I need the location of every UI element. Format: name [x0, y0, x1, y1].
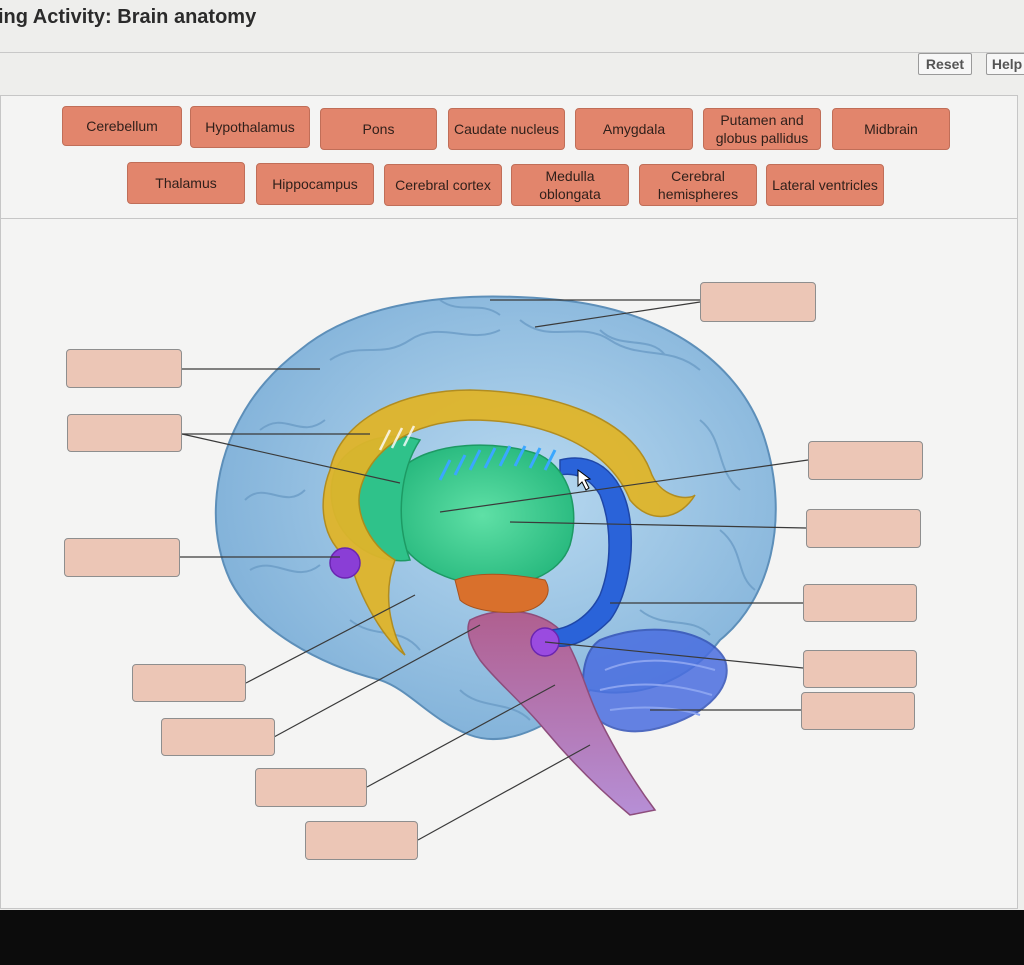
label-chip-thalamus[interactable]: Thalamus: [127, 162, 245, 204]
drop-target-10[interactable]: [132, 664, 246, 702]
drop-target-7[interactable]: [803, 584, 917, 622]
fiber-stripes: [438, 445, 557, 481]
drop-target-4[interactable]: [64, 538, 180, 577]
screen-bezel: [0, 910, 1024, 965]
cerebellum-shape: [582, 628, 728, 733]
label-chip-cerebellum[interactable]: Cerebellum: [62, 106, 182, 146]
help-button[interactable]: Help: [986, 53, 1024, 75]
title-divider: [0, 52, 1024, 53]
brain-diagram: [180, 295, 809, 841]
label-chip-hypothalamus[interactable]: Hypothalamus: [190, 106, 310, 148]
drop-target-5[interactable]: [808, 441, 923, 480]
label-chip-amygdala[interactable]: Amygdala: [575, 108, 693, 150]
drop-target-2[interactable]: [66, 349, 182, 388]
drop-target-13[interactable]: [305, 821, 418, 860]
leader-lines: [180, 299, 809, 841]
word-bank-divider: [1, 218, 1017, 219]
activity-page: ing Activity: Brain anatomy Reset Help C…: [0, 6, 1024, 909]
label-chip-midbrain[interactable]: Midbrain: [832, 108, 950, 150]
cerebellum-folia: [599, 659, 716, 716]
label-chip-lateral-ventricles[interactable]: Lateral ventricles: [766, 164, 884, 206]
white-stripes: [378, 425, 416, 451]
drop-target-6[interactable]: [806, 509, 921, 548]
amygdala-shape: [329, 547, 361, 579]
label-chip-cerebral-cortex[interactable]: Cerebral cortex: [384, 164, 502, 206]
reset-button[interactable]: Reset: [918, 53, 972, 75]
caudate-nucleus-shape: [322, 389, 696, 656]
drop-target-12[interactable]: [255, 768, 367, 807]
label-chip-putamen-globus-pallidus[interactable]: Putamen and globus pallidus: [703, 108, 821, 150]
drop-target-11[interactable]: [161, 718, 275, 756]
label-chip-medulla-oblongata[interactable]: Medulla oblongata: [511, 164, 629, 206]
label-chip-hippocampus[interactable]: Hippocampus: [256, 163, 374, 205]
drop-target-3[interactable]: [67, 414, 182, 452]
label-chip-caudate-nucleus[interactable]: Caudate nucleus: [448, 108, 565, 150]
drop-target-8[interactable]: [803, 650, 917, 688]
drop-target-9[interactable]: [801, 692, 915, 730]
midbrain-shape: [454, 573, 549, 613]
label-chip-cerebral-hemispheres[interactable]: Cerebral hemispheres: [639, 164, 757, 206]
label-chip-pons[interactable]: Pons: [320, 108, 437, 150]
cursor-arrow-icon: [577, 469, 592, 491]
drop-target-1[interactable]: [700, 282, 816, 322]
page-title: ing Activity: Brain anatomy: [0, 6, 257, 28]
